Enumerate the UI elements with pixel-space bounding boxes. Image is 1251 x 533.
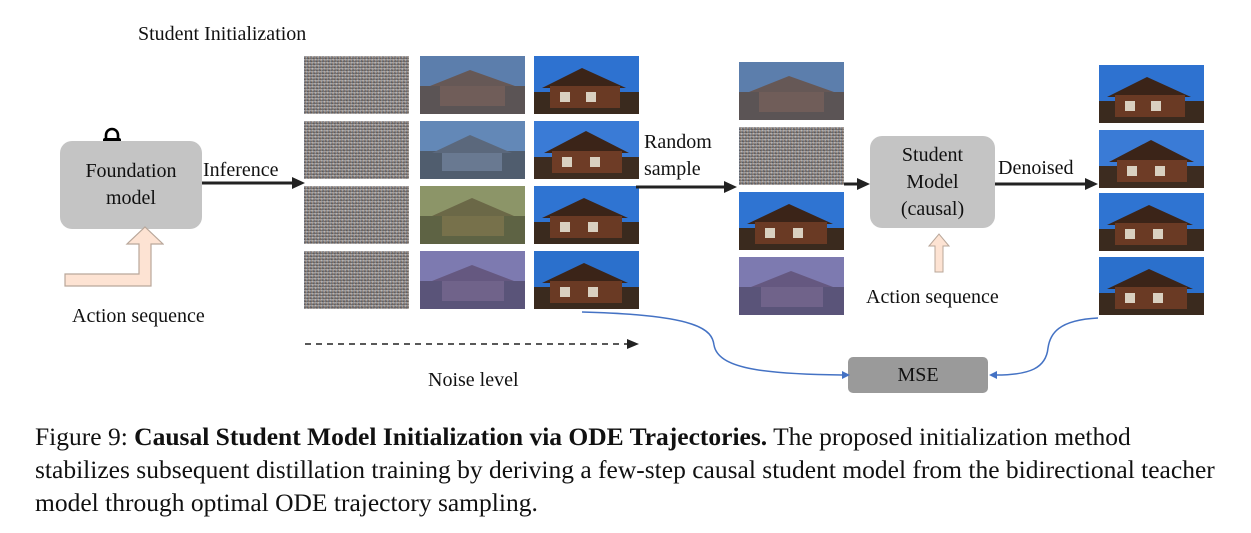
inference-arrow	[202, 177, 305, 189]
student-model-label-line1: Student	[901, 143, 964, 166]
noise-tile	[304, 121, 409, 179]
partially-denoised-tile	[420, 121, 525, 179]
random-sample-arrow	[636, 181, 737, 193]
random-sample-label-line2: sample	[644, 158, 701, 180]
foundation-model-box: Foundation model	[60, 141, 202, 229]
denoised-frame-tile	[1099, 193, 1204, 251]
action-sequence-up-arrow-left	[64, 226, 164, 287]
action-sequence-right-label: Action sequence	[866, 286, 999, 308]
random-sample-label: Random sample	[644, 129, 712, 183]
clean-frame-tile	[534, 121, 639, 179]
noise-level-label: Noise level	[428, 369, 519, 391]
noise-tile	[304, 186, 409, 244]
sampled-frame-tile	[739, 192, 844, 250]
sampled-frame-tile	[739, 62, 844, 120]
mse-connector-curves	[581, 311, 1099, 379]
clean-frame-tile	[534, 251, 639, 309]
noise-level-dashed-arrow	[305, 339, 639, 349]
mse-box: MSE	[848, 357, 988, 393]
foundation-model-label-line2: model	[106, 187, 156, 209]
denoised-label: Denoised	[998, 157, 1074, 179]
action-sequence-up-arrow-right	[928, 233, 950, 273]
foundation-model-label-line1: Foundation	[85, 160, 177, 182]
random-sample-label-line1: Random	[644, 131, 712, 153]
denoised-frame-tile	[1099, 130, 1204, 188]
sampled-noise-tile	[739, 127, 844, 185]
clean-frame-tile	[534, 186, 639, 244]
student-model-label-line2: Model	[906, 170, 959, 193]
action-sequence-left-label: Action sequence	[72, 305, 205, 327]
caption-title: Causal Student Model Initialization via …	[134, 422, 768, 451]
caption-body: The proposed initialization method stabi…	[35, 422, 1215, 517]
caption-prefix: Figure 9:	[35, 422, 135, 451]
denoised-frame-tile	[1099, 65, 1204, 123]
clean-frame-tile	[534, 56, 639, 114]
denoised-arrow	[995, 178, 1098, 190]
partially-denoised-tile	[420, 56, 525, 114]
noise-tile	[304, 56, 409, 114]
student-model-box: Student Model (causal)	[870, 136, 995, 228]
noise-tile	[304, 251, 409, 309]
denoised-frame-tile	[1099, 257, 1204, 315]
inference-label: Inference	[203, 159, 279, 181]
student-initialization-title: Student Initialization	[138, 23, 307, 45]
to-student-arrow	[844, 178, 870, 190]
student-model-label-line3: (causal)	[900, 197, 965, 220]
sampled-frame-tile	[739, 257, 844, 315]
mse-label: MSE	[897, 363, 939, 386]
partially-denoised-tile	[420, 251, 525, 309]
figure-caption: Figure 9: Causal Student Model Initializ…	[35, 420, 1225, 519]
partially-denoised-tile	[420, 186, 525, 244]
